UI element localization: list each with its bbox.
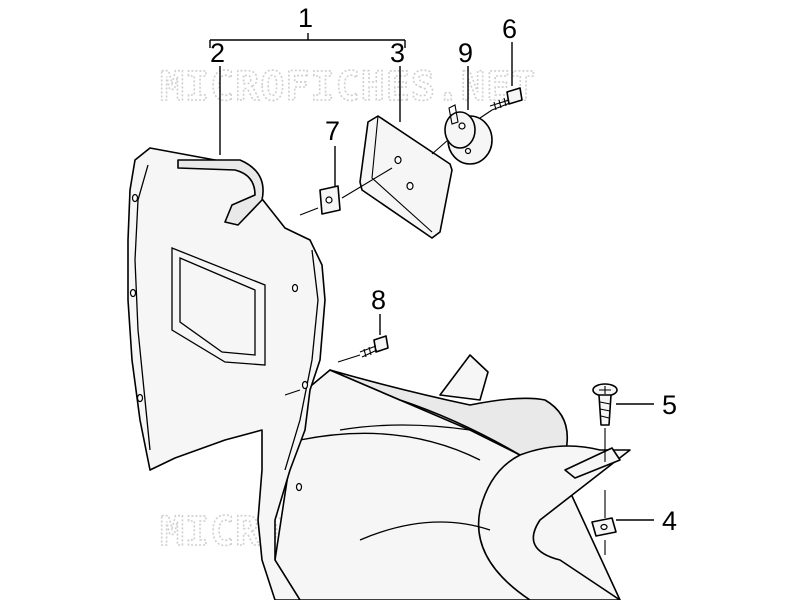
watermark-top: MICROFICHES.NET	[160, 64, 536, 110]
shield-panel	[127, 147, 326, 600]
screw-part-8	[359, 335, 389, 358]
cover-plate-part	[359, 115, 453, 239]
shield-top-hook	[177, 159, 264, 226]
tunnel-side-wing	[477, 445, 631, 600]
callout-labels: 1 2 3 7 9 6 8 5 4	[210, 3, 677, 536]
tunnel-slot	[564, 447, 621, 479]
assembly-lines	[284, 109, 606, 555]
screw-part-6	[489, 87, 523, 111]
clip-nut-part-4	[591, 517, 617, 537]
callout-5: 5	[662, 390, 677, 420]
leader-1-bracket	[209, 33, 406, 48]
callout-9: 9	[458, 38, 473, 68]
screw-part-5	[592, 383, 618, 426]
grommet-part	[444, 104, 493, 165]
leg-shield-part	[127, 147, 631, 600]
clip-nut-part-7	[319, 185, 341, 215]
callout-6: 6	[502, 14, 517, 44]
callout-2: 2	[210, 38, 225, 68]
callout-8: 8	[371, 285, 386, 315]
callout-3: 3	[390, 38, 405, 68]
leader-lines	[209, 33, 654, 521]
callout-1: 1	[298, 3, 313, 33]
callout-4: 4	[662, 506, 677, 536]
tunnel-top	[329, 369, 568, 471]
tunnel-bracket	[439, 354, 489, 401]
callout-7: 7	[325, 116, 340, 146]
cover-plate	[359, 115, 453, 239]
